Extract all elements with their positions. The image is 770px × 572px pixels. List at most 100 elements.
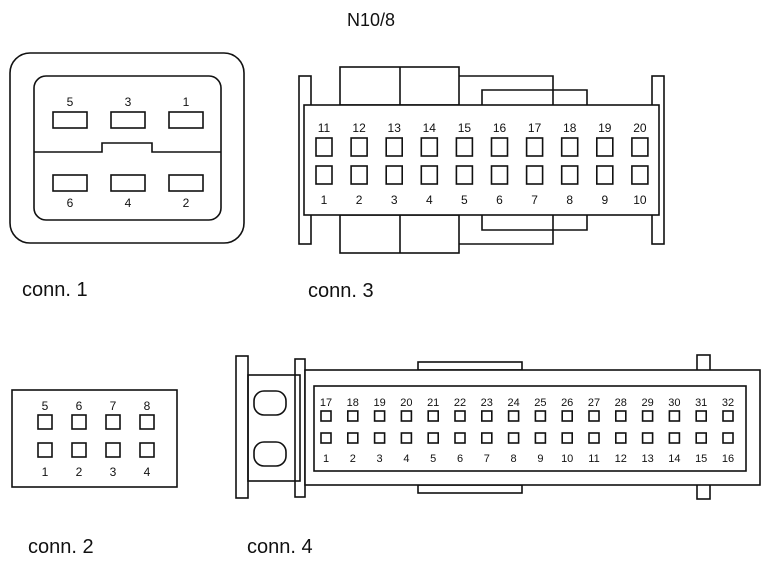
pin-socket <box>722 432 734 444</box>
pin-socket <box>534 410 547 422</box>
pin-number-label: 1 <box>321 193 328 207</box>
pin-socket <box>420 165 439 185</box>
pin-socket <box>695 410 708 422</box>
pin-socket <box>641 410 654 422</box>
pin-number-label: 2 <box>356 193 363 207</box>
pin-number-label: 5 <box>461 193 468 207</box>
pin-socket <box>427 410 440 422</box>
pin-number-label: 8 <box>144 399 151 413</box>
pin-socket <box>427 432 440 444</box>
pin-socket <box>105 414 121 430</box>
pin-socket <box>52 174 88 192</box>
pin-socket <box>320 410 332 422</box>
pin-socket <box>110 111 146 129</box>
pin-socket <box>373 432 386 444</box>
pin-number-label: 3 <box>391 193 398 207</box>
pin-number-label: 8 <box>511 453 517 465</box>
connector-4-face <box>313 385 747 472</box>
pin-socket <box>695 432 708 444</box>
pin-socket <box>490 165 509 185</box>
pin-socket <box>71 442 87 458</box>
pin-number-label: 3 <box>377 453 383 465</box>
pin-number-label: 2 <box>183 196 190 210</box>
pin-number-label: 17 <box>528 121 542 135</box>
connector-4-left-bracket <box>247 374 301 482</box>
pin-number-label: 29 <box>641 397 653 409</box>
pin-number-label: 11 <box>588 453 599 465</box>
pin-socket <box>668 410 681 422</box>
pin-number-label: 18 <box>563 121 577 135</box>
pin-socket <box>490 137 509 157</box>
pin-socket <box>507 410 520 422</box>
pin-number-label: 12 <box>352 121 366 135</box>
pin-socket <box>346 432 359 444</box>
pin-socket <box>480 410 493 422</box>
connector-4-body <box>304 369 761 486</box>
pin-number-label: 5 <box>42 399 49 413</box>
pin-number-label: 5 <box>430 453 436 465</box>
pin-socket <box>588 410 600 422</box>
pin-number-label: 13 <box>641 453 653 465</box>
pin-number-label: 15 <box>695 453 707 465</box>
pin-socket <box>588 432 600 444</box>
pin-number-label: 20 <box>400 397 412 409</box>
pin-number-label: 15 <box>458 121 472 135</box>
pin-number-label: 6 <box>457 453 463 465</box>
pin-socket <box>400 410 413 422</box>
pin-socket <box>168 174 204 192</box>
connector-1-face <box>33 75 222 221</box>
pin-socket <box>71 414 87 430</box>
pin-socket <box>525 165 544 185</box>
pin-socket <box>614 432 627 444</box>
pin-socket <box>315 137 333 157</box>
pin-socket <box>595 165 614 185</box>
pin-socket <box>139 442 155 458</box>
pin-socket <box>525 137 544 157</box>
pin-socket <box>641 432 654 444</box>
pin-socket <box>350 165 368 185</box>
pin-socket <box>560 165 579 185</box>
pin-number-label: 9 <box>537 453 543 465</box>
pin-number-label: 27 <box>588 397 600 409</box>
pin-number-label: 1 <box>42 465 49 479</box>
connector-4-bottom-latch <box>417 484 523 494</box>
pin-socket <box>37 442 53 458</box>
pin-number-label: 16 <box>493 121 507 135</box>
pin-socket <box>400 432 413 444</box>
connector-4-left-post <box>235 355 249 499</box>
pin-number-label: 3 <box>110 465 117 479</box>
pin-number-label: 6 <box>76 399 83 413</box>
pin-socket <box>315 165 333 185</box>
pin-number-label: 4 <box>125 196 132 210</box>
pin-number-label: 10 <box>561 453 573 465</box>
pin-socket <box>350 137 368 157</box>
pin-number-label: 14 <box>423 121 437 135</box>
pin-number-label: 18 <box>347 397 359 409</box>
pin-socket <box>480 432 493 444</box>
pin-socket <box>722 410 734 422</box>
pin-number-label: 2 <box>76 465 83 479</box>
pin-socket <box>631 165 649 185</box>
pin-socket <box>105 442 121 458</box>
pin-number-label: 8 <box>566 193 573 207</box>
pin-socket <box>534 432 547 444</box>
pin-socket <box>110 174 146 192</box>
pin-socket <box>420 137 439 157</box>
pin-socket <box>560 137 579 157</box>
pin-socket <box>668 432 681 444</box>
pin-socket <box>455 137 474 157</box>
pin-number-label: 7 <box>110 399 117 413</box>
pin-number-label: 3 <box>125 95 132 109</box>
pin-socket <box>139 414 155 430</box>
pin-number-label: 1 <box>183 95 190 109</box>
pin-number-label: 4 <box>403 453 409 465</box>
pin-socket <box>320 432 332 444</box>
connector-4-caption: conn. 4 <box>247 536 313 558</box>
pin-number-label: 21 <box>427 397 439 409</box>
pin-number-label: 31 <box>695 397 707 409</box>
